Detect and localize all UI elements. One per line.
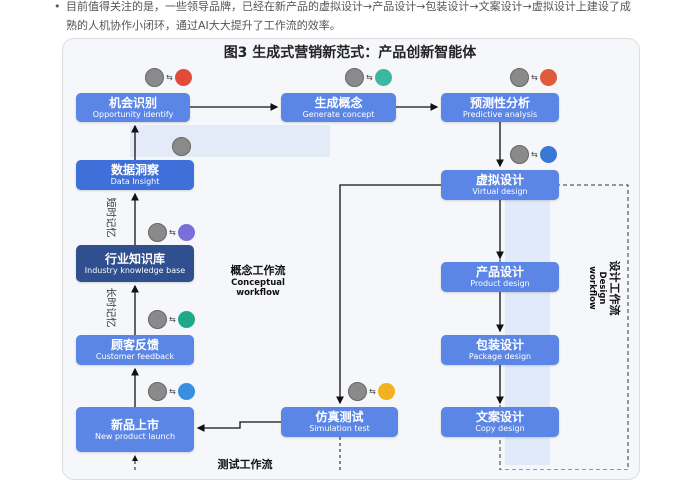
human-ai-pair: ⇆ bbox=[148, 223, 195, 242]
robot-icon bbox=[148, 382, 167, 401]
robot-icon bbox=[510, 68, 529, 87]
human-ai-pair: ⇆ bbox=[510, 145, 557, 164]
human-ai-pair: ⇆ bbox=[145, 68, 192, 87]
robot-icon bbox=[145, 68, 164, 87]
robot-icon bbox=[510, 145, 529, 164]
robot-icon bbox=[348, 382, 367, 401]
person-avatar-icon bbox=[374, 69, 392, 86]
human-ai-pair: ⇆ bbox=[148, 382, 195, 401]
exchange-arrows-icon: ⇆ bbox=[531, 149, 538, 159]
exchange-arrows-icon: ⇆ bbox=[369, 386, 376, 396]
person-avatar-icon bbox=[177, 224, 195, 241]
robot-icon bbox=[148, 310, 167, 329]
person-avatar-icon bbox=[174, 69, 192, 86]
conceptual-flow-band bbox=[130, 125, 330, 157]
person-avatar-icon bbox=[177, 383, 195, 400]
human-ai-pair: ⇆ bbox=[510, 68, 557, 87]
human-ai-pair: ⇆ bbox=[148, 310, 195, 329]
design-dashed-box bbox=[499, 184, 629, 470]
exchange-arrows-icon: ⇆ bbox=[169, 386, 176, 396]
intro-text: 目前值得关注的是，一些领导品牌，已经在新产品的虚拟设计→产品设计→包装设计→文案… bbox=[66, 0, 631, 32]
person-avatar-icon bbox=[377, 383, 395, 400]
long-term-memory-label: 长时记忆 bbox=[104, 287, 116, 328]
test-workflow-label: 测试工作流 bbox=[217, 458, 273, 471]
person-avatar-icon bbox=[177, 311, 195, 328]
robot-icon bbox=[172, 137, 191, 156]
bullet: • bbox=[54, 0, 61, 13]
human-ai-pair: ⇆ bbox=[345, 68, 392, 87]
person-avatar-icon bbox=[539, 69, 557, 86]
exchange-arrows-icon: ⇆ bbox=[366, 72, 373, 82]
human-ai-pair: ⇆ bbox=[348, 382, 395, 401]
person-avatar-icon bbox=[539, 146, 557, 163]
figure-title: 图3 生成式营销新范式：产品创新智能体 bbox=[223, 45, 477, 61]
exchange-arrows-icon: ⇆ bbox=[169, 314, 176, 324]
exchange-arrows-icon: ⇆ bbox=[166, 72, 173, 82]
intro-paragraph: • 目前值得关注的是，一些领导品牌，已经在新产品的虚拟设计→产品设计→包装设计→文… bbox=[54, 0, 636, 35]
exchange-arrows-icon: ⇆ bbox=[531, 72, 538, 82]
short-term-memory-label: 短时记忆 bbox=[104, 197, 116, 238]
robot-icon bbox=[148, 223, 167, 242]
robot-icon bbox=[345, 68, 364, 87]
exchange-arrows-icon: ⇆ bbox=[169, 227, 176, 237]
